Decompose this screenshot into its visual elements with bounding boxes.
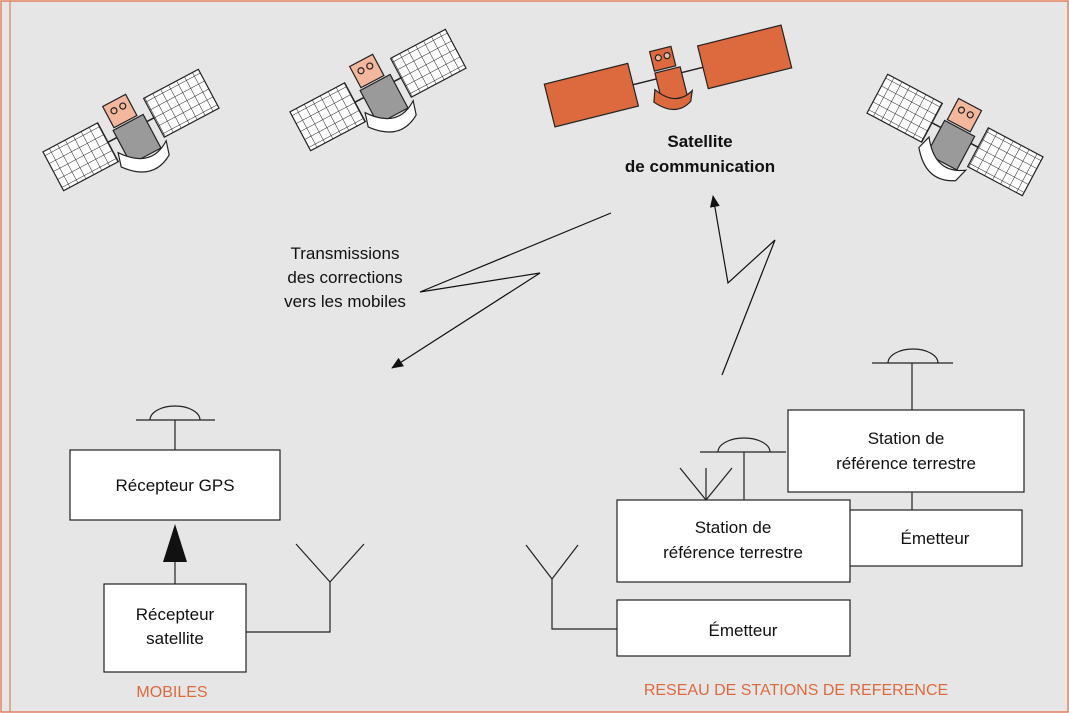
back-reference-station-label-line2: référence terrestre <box>836 454 976 473</box>
whip-antenna-icon <box>246 543 365 633</box>
transmission-label-line3: vers les mobiles <box>284 292 406 311</box>
gps-receiver-label: Récepteur GPS <box>115 476 234 495</box>
front-station-dish-antenna <box>700 437 786 500</box>
back-emitter-box <box>847 509 1023 567</box>
front-reference-station-label-line2: référence terrestre <box>663 543 803 562</box>
comm-satellite-label-line2: de communication <box>625 157 775 176</box>
dish-antenna-icon <box>149 405 201 421</box>
satellite-receiver-label-line1: Récepteur <box>136 605 215 624</box>
front-station-whip-antenna <box>679 467 733 501</box>
comm-satellite-label-line1: Satellite <box>667 132 732 151</box>
transmission-label-line1: Transmissions <box>291 244 400 263</box>
whip-antenna-icon <box>525 544 617 630</box>
back-reference-station-label-line1: Station de <box>868 429 945 448</box>
back-station-dish-antenna <box>872 348 953 410</box>
gps-receiver-box <box>69 449 281 521</box>
front-emitter-box <box>616 599 851 657</box>
downlink-arrow <box>391 212 612 369</box>
dish-antenna-icon <box>887 348 939 364</box>
dish-antenna-icon <box>717 437 771 453</box>
satellite-receiver-label-line2: satellite <box>146 629 204 648</box>
reference-network-label: RESEAU DE STATIONS DE REFERENCE <box>644 682 948 699</box>
communication-satellite-icon <box>543 24 793 128</box>
mobiles-label: MOBILES <box>136 684 207 701</box>
front-reference-station-box <box>616 499 851 583</box>
back-reference-station-box <box>787 409 1025 493</box>
satellite-icon <box>866 73 1044 197</box>
front-reference-station-label-line1: Station de <box>695 518 772 537</box>
satellite-icon <box>289 28 467 152</box>
receiver-link-arrowhead <box>163 524 187 562</box>
satellite-icon <box>42 68 220 192</box>
uplink-arrow <box>709 195 776 376</box>
mobile-gps-dish-antenna <box>136 405 215 450</box>
satellite-receiver-box <box>103 583 247 673</box>
transmission-label-line2: des corrections <box>287 268 402 287</box>
front-emitter-label: Émetteur <box>709 621 778 640</box>
back-emitter-label: Émetteur <box>901 529 970 548</box>
